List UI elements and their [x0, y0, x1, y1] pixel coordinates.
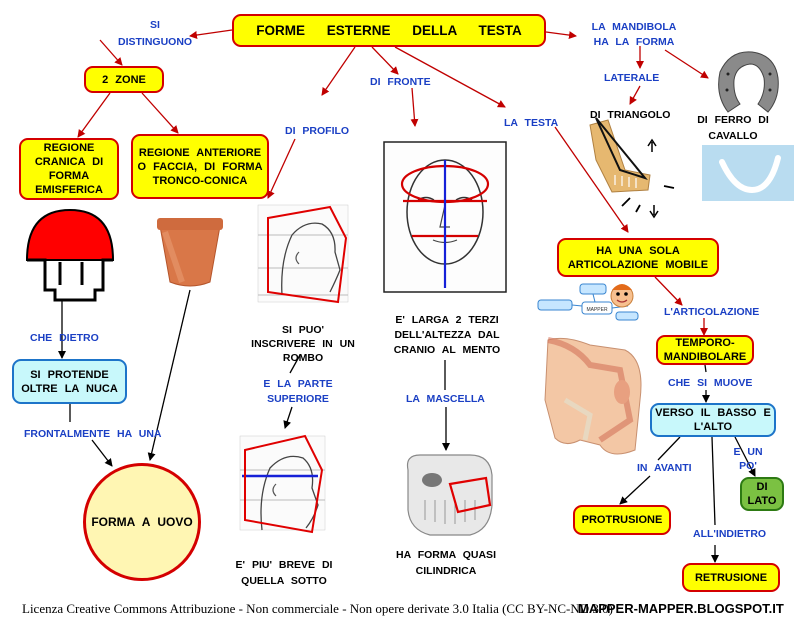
skull-jaw-illustration [406, 454, 493, 536]
link-di-fronte: DI FRONTE [370, 76, 431, 88]
mapper-badge: MAPPER [586, 307, 608, 313]
black-connectors [58, 289, 756, 563]
red-connectors [77, 29, 709, 336]
link-l-articolazione: L'ARTICOLAZIONE [664, 306, 760, 318]
horseshoe-illustration [718, 51, 779, 113]
text-cilindrica: HA FORMA QUASI CILINDRICA [396, 549, 496, 577]
node-verso-basso: VERSO IL BASSO E L'ALTO [650, 403, 776, 437]
text-larga: E' LARGA 2 TERZI DELL'ALTEZZA DAL CRANIO… [393, 314, 501, 356]
node-protrusione: PROTRUSIONE [573, 505, 671, 535]
mapper-mini-diagram: MAPPER [537, 283, 639, 321]
license-footer: Licenza Creative Commons Attribuzione - … [22, 601, 613, 616]
node-articolazione-mobile: HA UNA SOLA ARTICOLAZIONE MOBILE [557, 238, 719, 277]
link-laterale: LATERALE [604, 72, 660, 84]
link-di-profilo: DI PROFILO [285, 125, 350, 137]
profile-head-rhombus-illustration [257, 204, 349, 304]
node-regione-anteriore: REGIONE ANTERIORE O FACCIA, DI FORMA TRO… [131, 134, 269, 199]
node-si-protende: SI PROTENDE OLTRE LA NUCA [12, 359, 127, 404]
text-ferro-cavallo: DI FERRO DI CAVALLO [697, 114, 769, 142]
link-in-avanti: IN AVANTI [637, 462, 692, 474]
text-triangolo: DI TRIANGOLO [590, 109, 671, 121]
link-che-si-muove: CHE SI MUOVE [668, 377, 753, 389]
map-title: FORME ESTERNE DELLA TESTA [232, 14, 546, 47]
link-la-mascella: LA MASCELLA [406, 393, 485, 405]
node-due-zone: 2 ZONE [84, 66, 164, 93]
link-si-distinguono: SI DISTINGUONO [118, 19, 193, 48]
node-temporo-mandibolare: TEMPORO-MANDIBOLARE [656, 335, 754, 365]
link-e-la-parte: E LA PARTE SUPERIORE [263, 378, 333, 405]
jaw-model-photo [702, 145, 794, 201]
link-la-testa: LA TESTA [504, 117, 559, 129]
profile-head-upper-part-illustration [239, 434, 326, 534]
mandible-triangle-illustration [589, 117, 675, 219]
anatomical-head-illustration [544, 337, 642, 455]
cranium-hemisphere-illustration [25, 208, 115, 302]
link-all-indietro: ALL'INDIETRO [693, 528, 767, 540]
link-che-dietro: CHE DIETRO [30, 332, 99, 344]
link-e-un-po: E UN PO' [733, 446, 763, 472]
link-la-mandibola: LA MANDIBOLA HA LA FORMA [591, 21, 677, 48]
node-regione-cranica: REGIONE CRANICA DI FORMA EMISFERICA [19, 138, 119, 200]
frontal-face-illustration [383, 141, 507, 293]
link-frontalmente: FRONTALMENTE HA UNA [24, 428, 162, 440]
text-breve: E' PIU' BREVE DI QUELLA SOTTO [235, 559, 333, 587]
node-di-lato: DI LATO [740, 477, 784, 511]
node-retrusione: RETRUSIONE [682, 563, 780, 592]
node-forma-uovo: FORMA A UOVO [83, 463, 201, 581]
site-link[interactable]: MAPPER-MAPPER.BLOGSPOT.IT [578, 601, 784, 616]
text-rombo: SI PUO' INSCRIVERE IN UN ROMBO [251, 324, 355, 364]
truncated-cone-pot-illustration [157, 218, 223, 287]
